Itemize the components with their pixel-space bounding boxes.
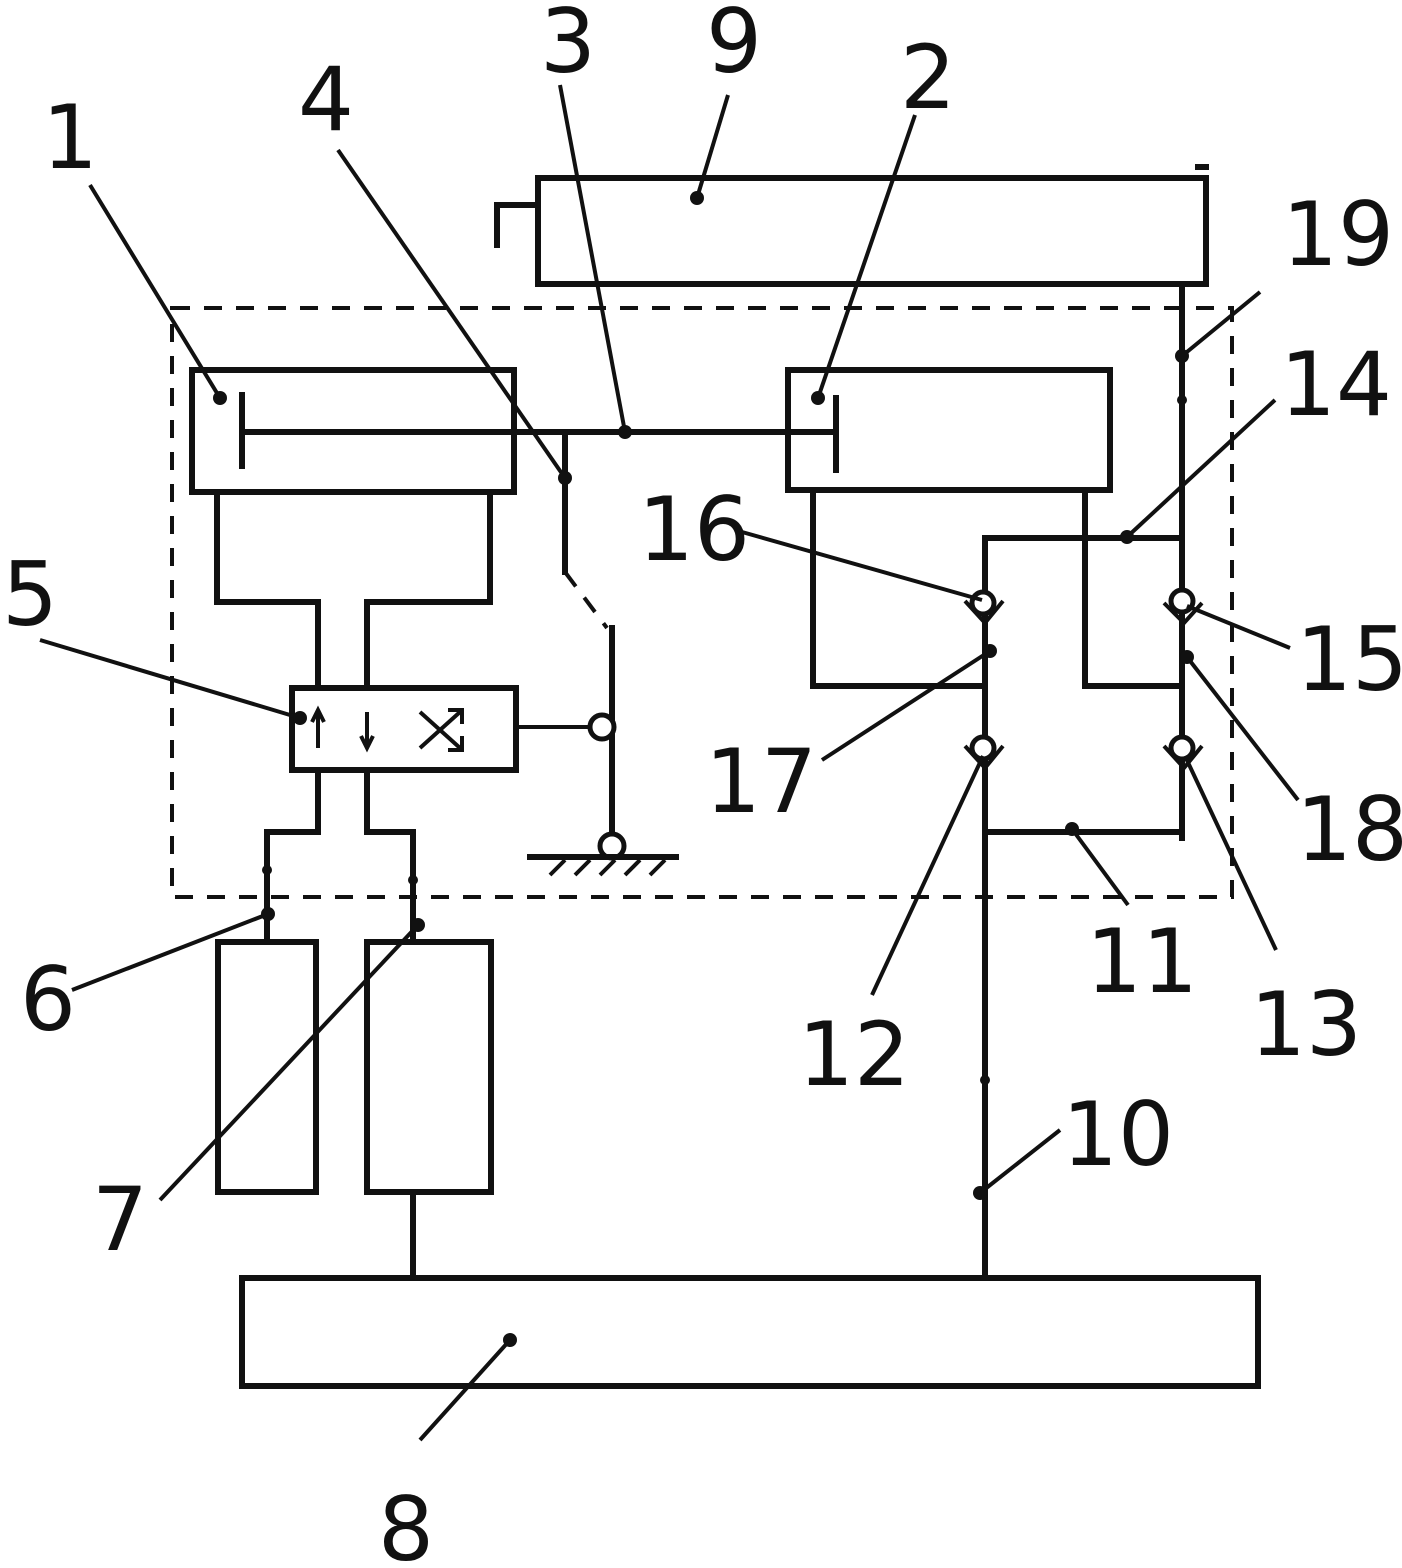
leader-lines	[39, 84, 1300, 1442]
pipes-valve-accumulators	[264, 767, 416, 943]
label-4: 4	[298, 48, 354, 151]
component-8-tank	[239, 837, 1261, 1389]
component-5-directional-valve	[289, 685, 519, 773]
accumulator-left	[215, 939, 319, 1195]
pipes-cylinder1-valve	[214, 489, 493, 691]
label-8: 8	[378, 1478, 434, 1568]
label-16: 16	[638, 478, 750, 581]
accumulator-right	[364, 939, 494, 1195]
label-2: 2	[900, 26, 956, 129]
label-17: 17	[705, 730, 817, 833]
label-1: 1	[42, 86, 98, 189]
label-18: 18	[1296, 778, 1402, 881]
label-6: 6	[20, 948, 76, 1051]
label-7: 7	[92, 1168, 148, 1271]
label-9: 9	[706, 0, 762, 93]
label-15: 15	[1296, 608, 1402, 711]
component-9-block	[494, 164, 1209, 287]
check-valve-13	[1162, 734, 1204, 772]
label-19: 19	[1282, 183, 1394, 286]
label-13: 13	[1250, 973, 1362, 1076]
label-12: 12	[798, 1003, 910, 1106]
label-14: 14	[1280, 333, 1392, 436]
leader-dots	[213, 191, 1194, 1347]
label-3: 3	[540, 0, 596, 93]
label-10: 10	[1062, 1083, 1174, 1186]
component-4-lever	[515, 429, 679, 877]
dashed-boundary	[170, 306, 1234, 899]
label-11: 11	[1086, 910, 1198, 1013]
label-5: 5	[2, 543, 58, 646]
